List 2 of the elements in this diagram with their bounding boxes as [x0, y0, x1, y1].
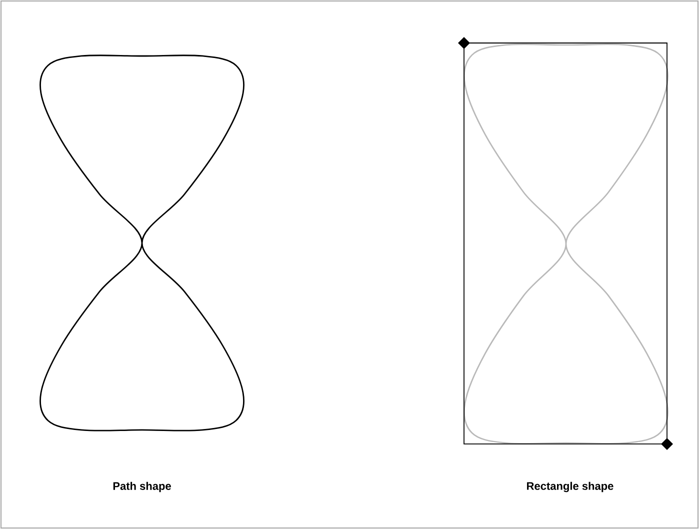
caption-label: Rectangle shape	[527, 482, 614, 492]
caption-label: Path shape	[113, 482, 171, 492]
